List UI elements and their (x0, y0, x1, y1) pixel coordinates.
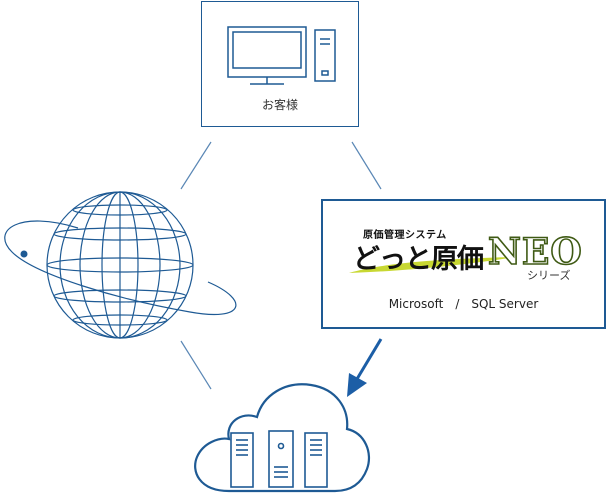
arrow-product-to-cloud (347, 338, 383, 397)
product-tagline: 原価管理システム (363, 230, 447, 241)
product-node: 原価管理システム どっと原価 NEO シリーズ Microsoft / SQL … (321, 199, 606, 329)
logo-swoosh-graphic (349, 257, 515, 273)
client-label: お客様 (261, 98, 298, 112)
globe-icon (4, 191, 237, 339)
product-name-suffix: NEO (487, 230, 583, 274)
desktop-computer-icon (227, 26, 336, 85)
client-node: お客様 (201, 1, 359, 127)
database-label: Microsoft / SQL Server (388, 297, 539, 311)
connector-globe-cloud (180, 340, 212, 390)
product-series: シリーズ (527, 269, 571, 282)
product-name: どっと原価 (353, 244, 484, 275)
cloud-server-icon (194, 383, 371, 493)
satellite-dot (20, 250, 28, 258)
connector-client-globe (180, 141, 212, 190)
connector-client-product (351, 141, 382, 190)
